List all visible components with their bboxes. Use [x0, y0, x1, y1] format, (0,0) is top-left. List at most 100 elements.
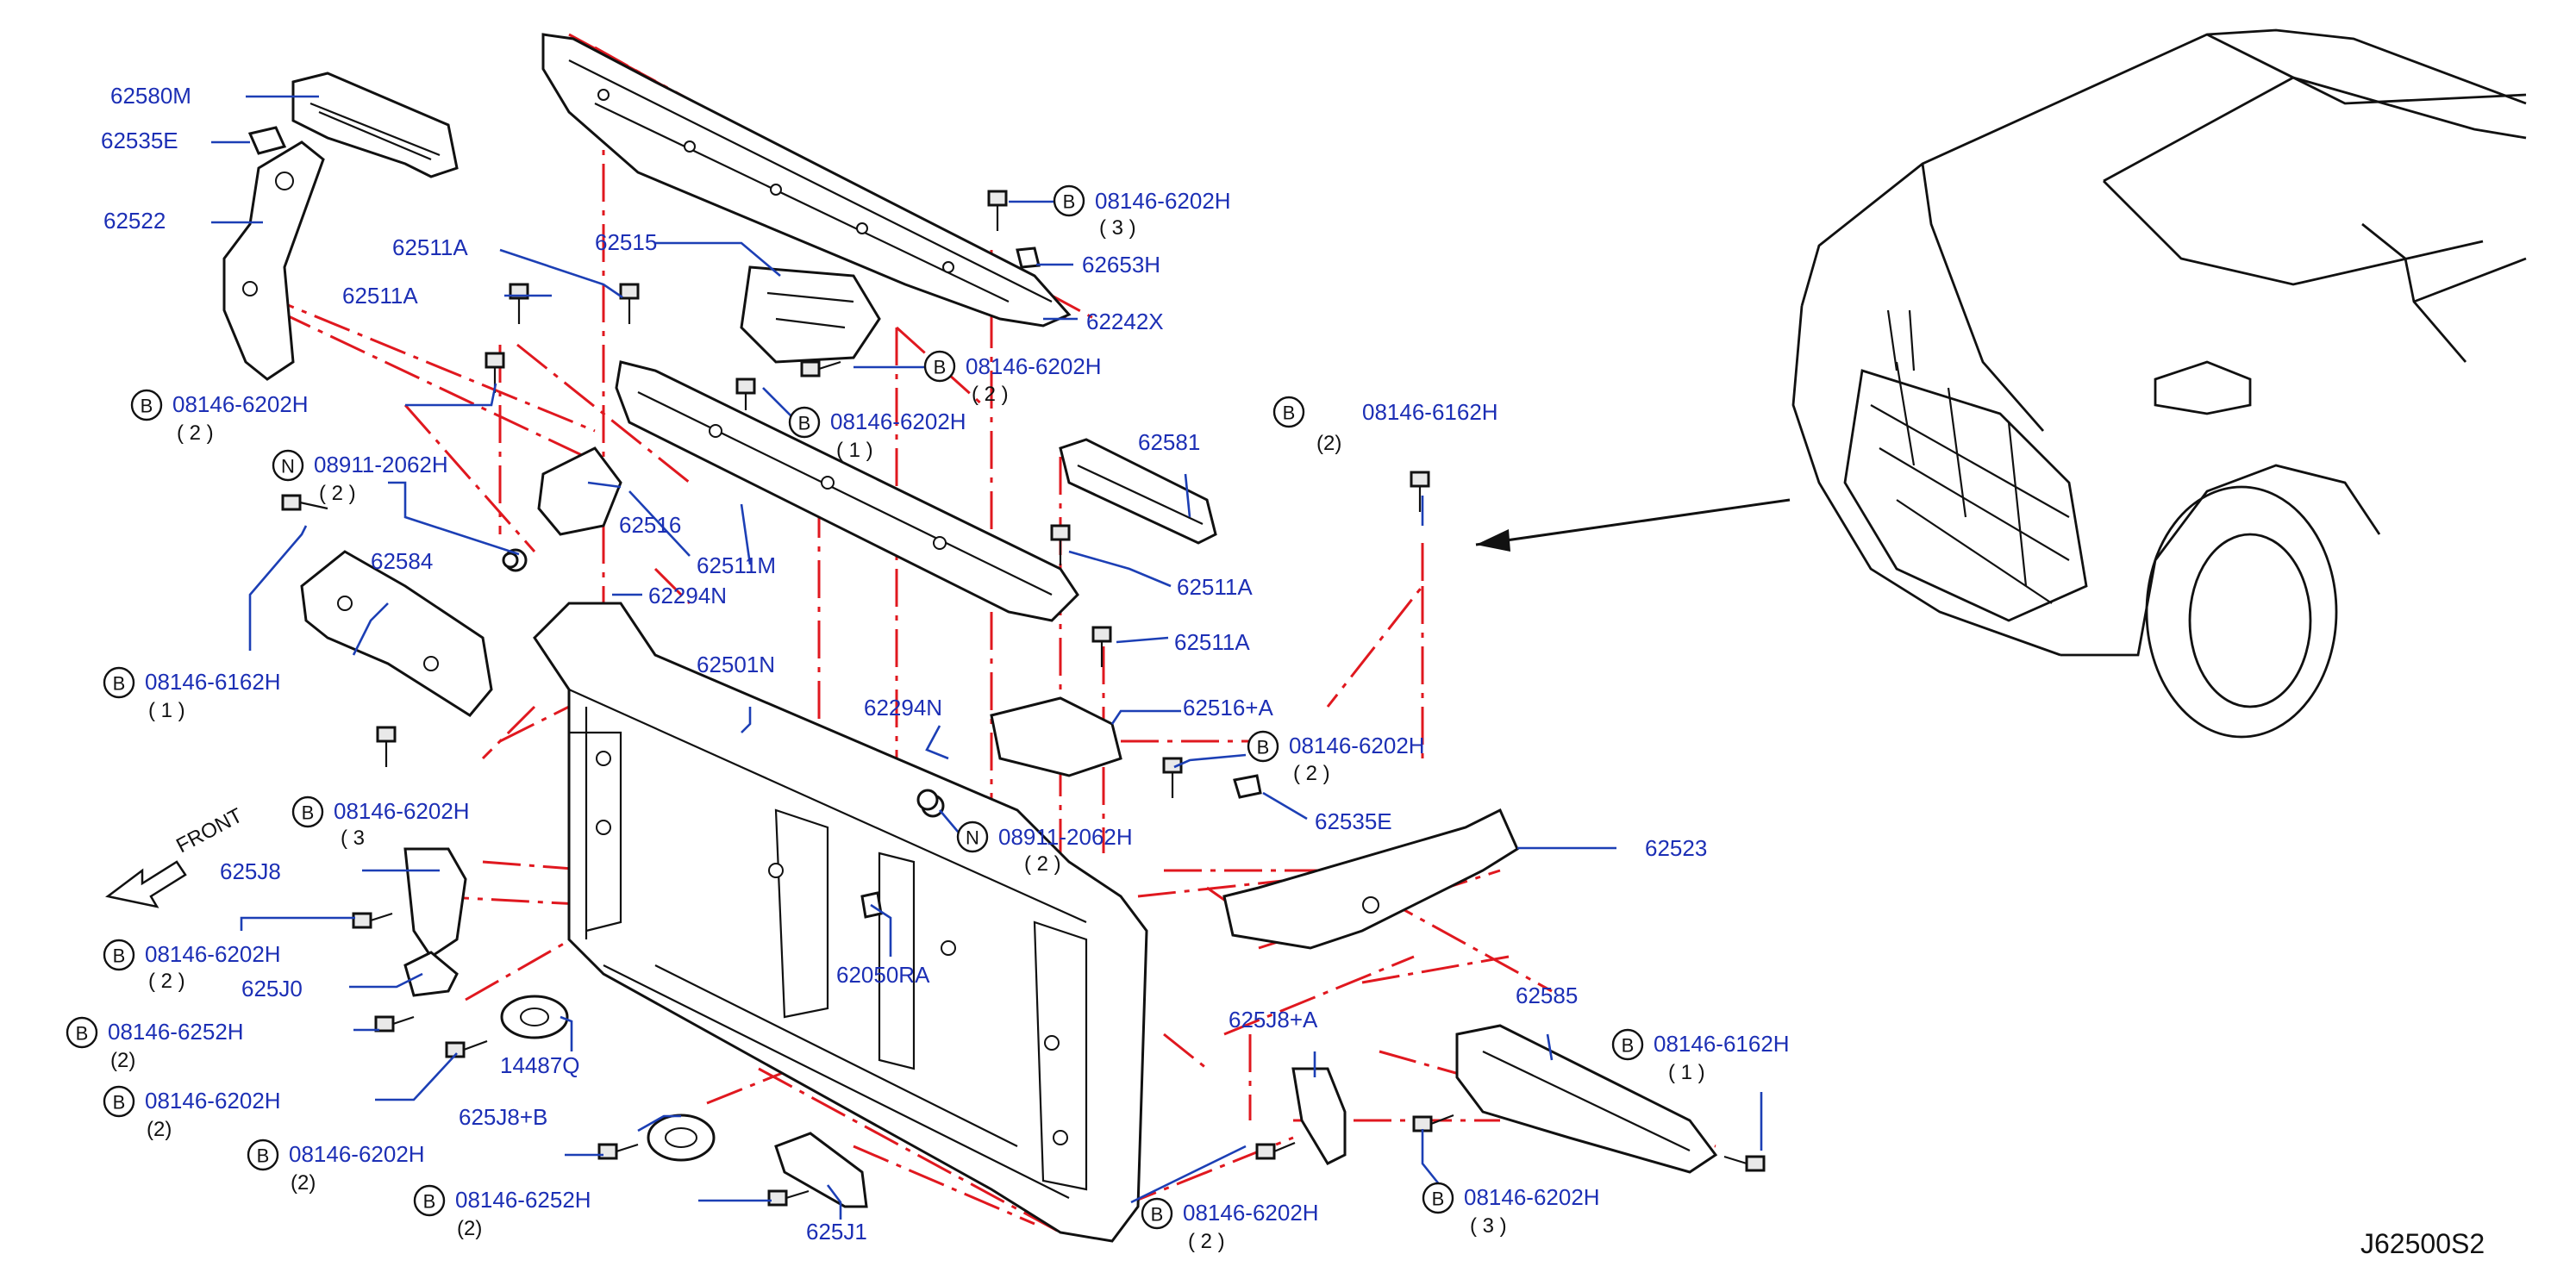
- front-label: FRONT: [172, 803, 247, 858]
- bolt-symbol: B: [1283, 402, 1296, 424]
- part-label: 62050RA: [836, 962, 930, 988]
- bolt-icon: [374, 1015, 415, 1033]
- bolt-symbol: B: [141, 396, 153, 417]
- part-label: 62653H: [1082, 252, 1160, 278]
- bolt-symbol: B: [1063, 191, 1076, 213]
- part-label: 62535E: [1315, 808, 1392, 834]
- bolt-icon: [800, 360, 841, 377]
- part-qty: (2): [147, 1118, 172, 1141]
- part-qty: ( 3 ): [1099, 216, 1136, 240]
- bolt-icon: [1723, 1155, 1766, 1172]
- bolt-icon: [1050, 524, 1071, 565]
- part-label: 62535E: [101, 128, 178, 153]
- part-label: 625J1: [806, 1219, 867, 1245]
- bolt-callout: B 08146-6162H (2): [1272, 396, 1498, 455]
- part-label: 08146-6202H: [1183, 1200, 1319, 1226]
- part-label: 62294N: [864, 695, 942, 721]
- bolt-callout: B 08146-6162H ( 1 ): [103, 666, 281, 722]
- bolt-callout: B 08146-6202H (2): [103, 1085, 281, 1141]
- part-label: 62515: [595, 229, 657, 255]
- bolt-callout: B 08146-6202H ( 1 ): [788, 406, 966, 462]
- part-label: 62511M: [697, 552, 776, 578]
- part-label: 08146-6202H: [966, 353, 1102, 379]
- bolt-callout: B 08146-6202H ( 2 ): [1247, 730, 1425, 785]
- part-qty: ( 3: [341, 827, 365, 850]
- front-indicator: FRONT: [105, 803, 247, 908]
- bolt-icon: [619, 283, 640, 324]
- part-qty: ( 3 ): [1470, 1214, 1507, 1238]
- bolt-symbol: B: [257, 1145, 270, 1167]
- part-label: 62511A: [392, 234, 468, 260]
- bolt-symbol: B: [798, 413, 811, 434]
- bolt-symbol: B: [423, 1191, 436, 1213]
- bolt-symbol: B: [302, 802, 315, 824]
- part-qty: ( 2 ): [148, 970, 185, 993]
- part-label: 62511A: [1174, 629, 1250, 655]
- part-label: 625J8: [220, 858, 281, 884]
- bolt-callout: B 08146-6202H ( 3: [291, 795, 470, 850]
- part-label: 62294N: [648, 583, 727, 608]
- part-qty: ( 1 ): [148, 699, 185, 722]
- bolt-icon: [445, 1039, 488, 1058]
- bolt-callout: B 08146-6202H ( 3 ): [1422, 1182, 1600, 1238]
- part-label: 625J8+A: [1229, 1007, 1318, 1033]
- part-qty: ( 1 ): [836, 439, 873, 462]
- bolt-symbol: B: [1432, 1189, 1445, 1210]
- part-qty: ( 2 ): [1188, 1230, 1225, 1253]
- bolt-icon: [1410, 471, 1430, 512]
- bolt-callout: B 08146-6202H ( 2 ): [1141, 1197, 1319, 1253]
- part-label: 08146-6202H: [1095, 188, 1231, 214]
- part-label: 08146-6162H: [1654, 1031, 1790, 1057]
- part-label: 62522: [103, 208, 166, 234]
- bolt-callout: B 08146-6202H ( 2 ): [923, 350, 1102, 406]
- bolt-icon: [735, 377, 756, 410]
- part-qty: ( 2 ): [177, 421, 214, 445]
- bolt-symbol: B: [113, 945, 126, 967]
- part-label: 08146-6202H: [1289, 733, 1425, 758]
- part-label: 625J8+B: [459, 1104, 547, 1130]
- bolt-symbol: B: [76, 1023, 89, 1045]
- part-qty: ( 2 ): [972, 383, 1009, 406]
- part-label: 62523: [1645, 835, 1707, 861]
- part-qty: (2): [291, 1171, 316, 1195]
- nut-symbol: N: [966, 827, 979, 849]
- bolt-icon: [1162, 757, 1183, 798]
- bolt-callout: B 08146-6252H (2): [413, 1184, 591, 1240]
- bolt-icon: [281, 494, 328, 511]
- bolt-callout: B 08146-6162H ( 1 ): [1611, 1028, 1790, 1084]
- part-label: 08146-6202H: [172, 391, 309, 417]
- bolt-icon: [597, 1143, 639, 1160]
- part-label: 08146-6202H: [289, 1141, 425, 1167]
- bolt-icon: [485, 352, 505, 393]
- bolt-symbol: B: [1257, 737, 1270, 758]
- part-label: 625J0: [241, 976, 303, 1001]
- nut-symbol: N: [281, 456, 295, 477]
- bolt-icon: [767, 1189, 810, 1207]
- fastener-icons: [281, 190, 1766, 1207]
- part-label: 08911-2062H: [314, 452, 448, 477]
- part-label: 62584: [371, 548, 433, 574]
- part-label: 08146-6252H: [108, 1019, 244, 1045]
- bolt-icon: [987, 190, 1008, 231]
- part-label: 62501N: [697, 652, 775, 677]
- part-label: 62580M: [110, 83, 191, 109]
- part-labels: 62580M 62535E 62522 B 08146-6202H ( 2 ) …: [66, 83, 2485, 1259]
- part-label: 08146-6162H: [1362, 399, 1498, 425]
- part-label: 08911-2062H: [998, 824, 1133, 850]
- leader-lines: [211, 95, 1763, 1220]
- bolt-callout: B 08146-6202H ( 3 ): [1053, 184, 1231, 240]
- bolt-callout: B 08146-6202H ( 2 ): [103, 939, 281, 993]
- nut-callout: N 08911-2062H ( 2 ): [956, 820, 1133, 876]
- clip-icon: [1233, 774, 1262, 799]
- part-qty: (2): [457, 1217, 482, 1240]
- bolt-callout: B 08146-6202H ( 2 ): [130, 389, 309, 445]
- part-label: 62516+A: [1183, 695, 1273, 721]
- part-label: 62511A: [342, 283, 418, 309]
- part-qty: ( 1 ): [1668, 1061, 1705, 1084]
- part-label: 14487Q: [500, 1052, 580, 1078]
- bolt-symbol: B: [113, 673, 126, 695]
- part-label: 08146-6202H: [334, 798, 470, 824]
- part-label: 62242X: [1086, 309, 1164, 334]
- bolt-icon: [1412, 1114, 1454, 1132]
